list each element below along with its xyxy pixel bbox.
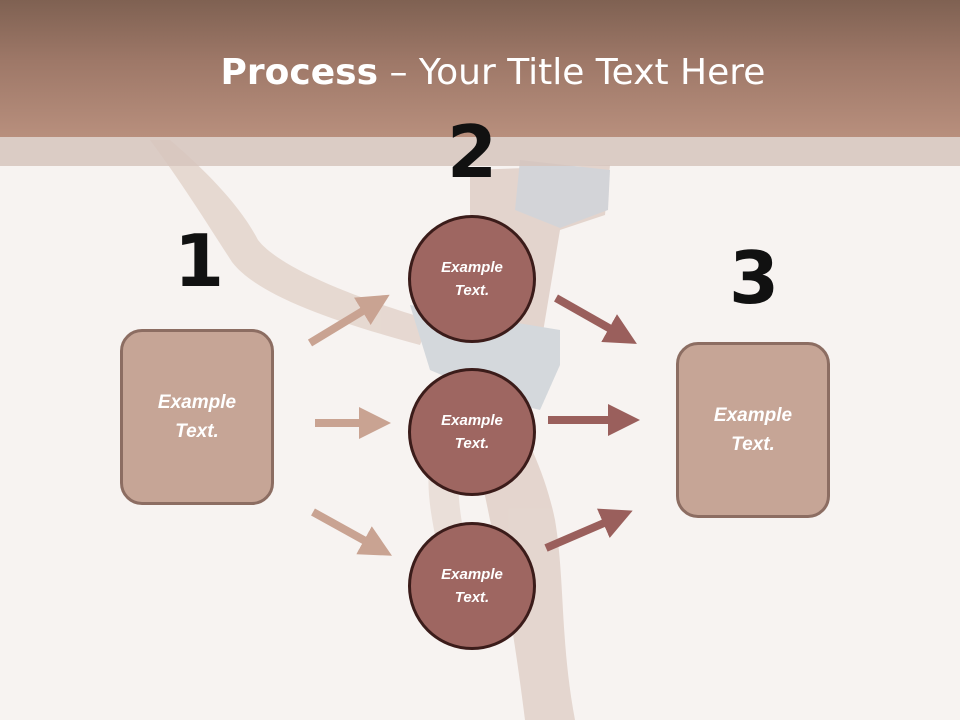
circle-bottom-text: Example Text. <box>441 566 503 606</box>
step-number-2: 2 <box>446 110 498 194</box>
step-number-1: 1 <box>173 219 225 303</box>
arrow-to-circle-bottom <box>311 508 392 556</box>
process-circle-top: Example Text. <box>408 215 536 343</box>
process-circle-middle: Example Text. <box>408 368 536 496</box>
header-band <box>0 0 960 137</box>
title-rest: – Your Title Text Here <box>378 52 766 93</box>
arrow-from-circle-bottom <box>544 508 633 552</box>
title-bold: Process <box>220 52 379 93</box>
header-strip <box>0 137 960 166</box>
photo-arm <box>150 140 430 345</box>
page-title: Process – Your Title Text Here <box>0 52 960 93</box>
right-process-box: Example Text. <box>676 342 830 518</box>
step-number-3: 3 <box>728 236 780 320</box>
circle-middle-text: Example Text. <box>441 412 503 452</box>
left-process-box: Example Text. <box>120 329 274 505</box>
right-box-text: Example Text. <box>713 405 793 455</box>
circle-top-text: Example Text. <box>441 259 503 299</box>
process-circle-bottom: Example Text. <box>408 522 536 650</box>
left-box-text: Example Text. <box>157 392 237 442</box>
arrow-from-circle-top <box>554 294 637 344</box>
arrow-to-circle-top <box>307 294 390 347</box>
photo-top <box>515 160 610 228</box>
